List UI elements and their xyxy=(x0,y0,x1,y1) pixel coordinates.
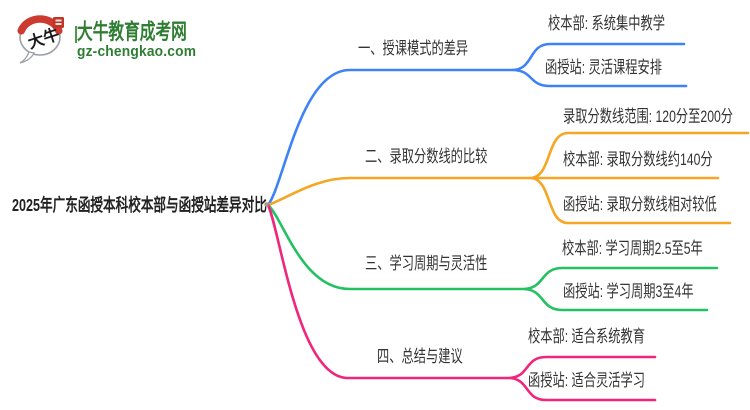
branch-3-label: 三、学习周期与灵活性 xyxy=(365,254,488,273)
branch-1-label: 一、授课模式的差异 xyxy=(358,39,469,58)
branch-4-label: 四、总结与建议 xyxy=(377,347,463,366)
branch-1-leaf-1: 校本部: 系统集中教学 xyxy=(548,14,665,33)
branch-1-leaf-2: 函授站: 灵活课程安排 xyxy=(545,58,662,77)
branch-2-leaf-2: 校本部: 录取分数线约140分 xyxy=(563,150,713,169)
branch-3-leaf-2: 函授站: 学习周期3至4年 xyxy=(563,282,694,301)
branch-4-leaf-2: 函授站: 适合灵活学习 xyxy=(528,371,645,390)
bubble-tail xyxy=(19,51,35,64)
brand-title: 大牛教育成考网 xyxy=(77,20,187,44)
daniu-speech-bubble-icon: 大牛 xyxy=(17,15,64,64)
red-seal xyxy=(53,17,64,28)
brand-separator xyxy=(75,26,77,43)
junction-dot xyxy=(264,202,269,207)
branch-2-leaf-3: 函授站: 录取分数线相对较低 xyxy=(563,195,717,214)
branch-3-connector xyxy=(266,203,719,312)
branch-4-connector xyxy=(266,203,657,402)
brand-domain: gz-chengkao.com xyxy=(77,44,197,60)
branch-1-connector xyxy=(266,42,688,207)
branch-4-leaf-1: 校本部: 适合系统教育 xyxy=(528,327,645,346)
root-topic: 2025年广东函授本科校本部与函授站差异对比 xyxy=(12,195,267,215)
branch-3-leaf-1: 校本部: 学习周期2.5至5年 xyxy=(562,239,703,258)
branch-2-leaf-1: 录取分数线范围: 120分至200分 xyxy=(563,107,734,126)
branch-2-label: 二、录取分数线的比较 xyxy=(365,147,488,166)
branch-2-connector xyxy=(266,131,750,225)
